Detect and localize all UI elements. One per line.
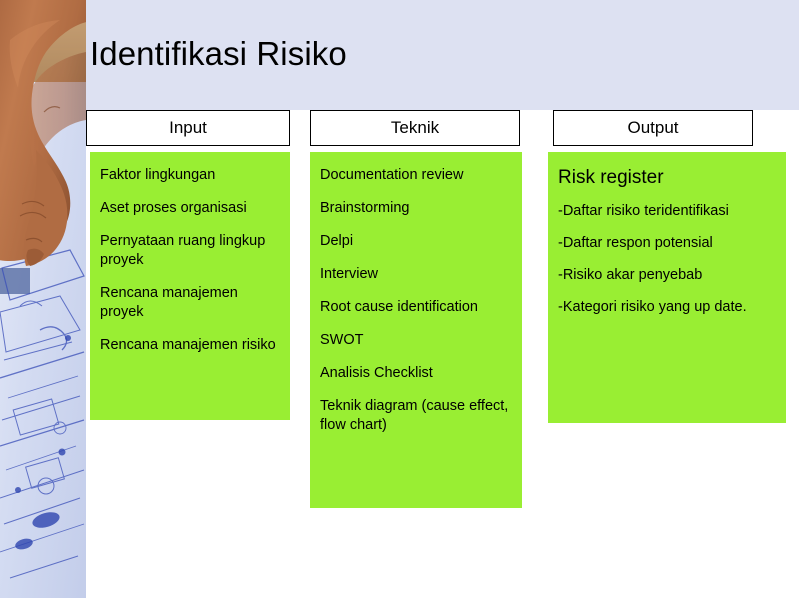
list-item: Root cause identification [320, 299, 478, 315]
list-item: Aset proses organisasi [100, 200, 247, 216]
list-item: Brainstorming [320, 200, 410, 216]
list-item: Rencana manajemen proyek [100, 285, 238, 320]
list-item: Faktor lingkungan [100, 167, 216, 183]
list-item: Interview [320, 266, 379, 282]
list-item: -Kategori risiko yang up date. [558, 299, 747, 315]
column-header-output: Output [553, 110, 753, 146]
content-box-teknik: Documentation review Brainstorming Delpi… [310, 152, 522, 508]
list-item: Pernyataan ruang lingkup proyek [100, 233, 266, 268]
column-header-input: Input [86, 110, 290, 146]
blueprint-hand-photo [0, 0, 86, 598]
output-lead-label: Risk register [558, 167, 664, 188]
column-header-teknik: Teknik [310, 110, 520, 146]
column-header-input-label: Input [169, 118, 207, 137]
title-band [86, 0, 799, 110]
list-item: -Risiko akar penyebab [558, 267, 703, 283]
content-box-input: Faktor lingkungan Aset proses organisasi… [90, 152, 290, 420]
column-header-teknik-label: Teknik [390, 118, 440, 137]
list-item: -Daftar risiko teridentifikasi [558, 203, 729, 219]
column-header-output-label: Output [627, 118, 679, 137]
list-item: Documentation review [320, 167, 464, 183]
page-title: Identifikasi Risiko [90, 35, 347, 72]
list-item: -Daftar respon potensial [558, 235, 713, 251]
list-item: Rencana manajemen risiko [100, 337, 276, 353]
photo-illustration [0, 0, 86, 598]
content-box-output: Risk register -Daftar risiko teridentifi… [548, 152, 786, 423]
list-item: Delpi [320, 233, 354, 249]
list-item: Analisis Checklist [320, 365, 433, 381]
list-item: Teknik diagram (cause effect, flow chart… [320, 398, 509, 433]
list-item: SWOT [320, 332, 364, 348]
